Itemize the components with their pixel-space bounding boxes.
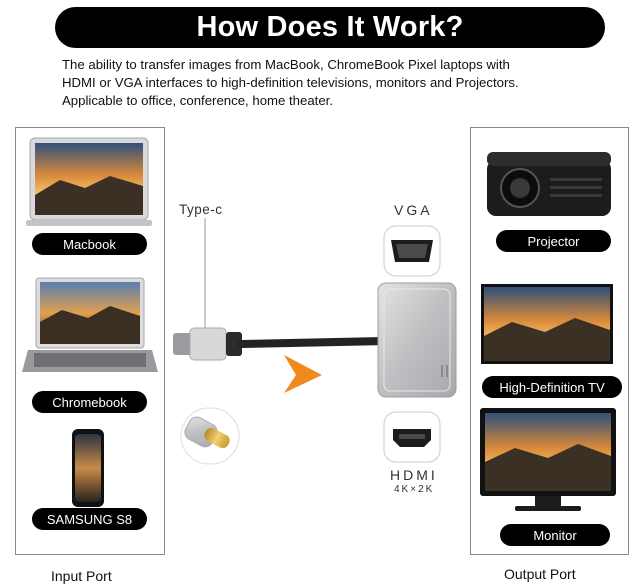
macbook-illustration bbox=[26, 137, 152, 226]
usb-c-cable bbox=[173, 218, 389, 361]
description-line-2: HDMI or VGA interfaces to high-definitio… bbox=[62, 75, 519, 90]
vga-port-icon bbox=[383, 225, 441, 277]
projector-label: Projector bbox=[496, 230, 611, 252]
macbook-label: Macbook bbox=[32, 233, 147, 255]
monitor-label: Monitor bbox=[500, 524, 610, 546]
description-line-3: Applicable to office, conference, home t… bbox=[62, 93, 334, 108]
hdmi-label: HDMI bbox=[390, 467, 438, 483]
samsung-illustration bbox=[72, 429, 104, 507]
chromebook-label: Chromebook bbox=[32, 391, 147, 413]
adapter-hub bbox=[377, 282, 457, 398]
output-port-caption: Output Port bbox=[504, 566, 576, 582]
type-c-label: Type-c bbox=[179, 202, 223, 217]
vga-label: VGA bbox=[394, 202, 433, 218]
description: The ability to transfer images from MacB… bbox=[62, 56, 622, 110]
input-port-caption: Input Port bbox=[51, 568, 112, 584]
page-title: How Does It Work? bbox=[55, 7, 605, 48]
tv-illustration bbox=[481, 284, 613, 364]
description-line-1: The ability to transfer images from MacB… bbox=[62, 57, 510, 72]
tv-label: High-Definition TV bbox=[482, 376, 622, 398]
type-c-connector-icon bbox=[180, 407, 240, 465]
hdmi-resolution-label: 4K×2K bbox=[394, 484, 435, 495]
chromebook-illustration bbox=[22, 277, 158, 372]
samsung-label: SAMSUNG S8 bbox=[32, 508, 147, 530]
monitor-illustration bbox=[480, 408, 616, 511]
projector-illustration bbox=[487, 152, 611, 216]
hdmi-port-icon bbox=[383, 411, 441, 463]
arrow-icon bbox=[284, 355, 322, 393]
